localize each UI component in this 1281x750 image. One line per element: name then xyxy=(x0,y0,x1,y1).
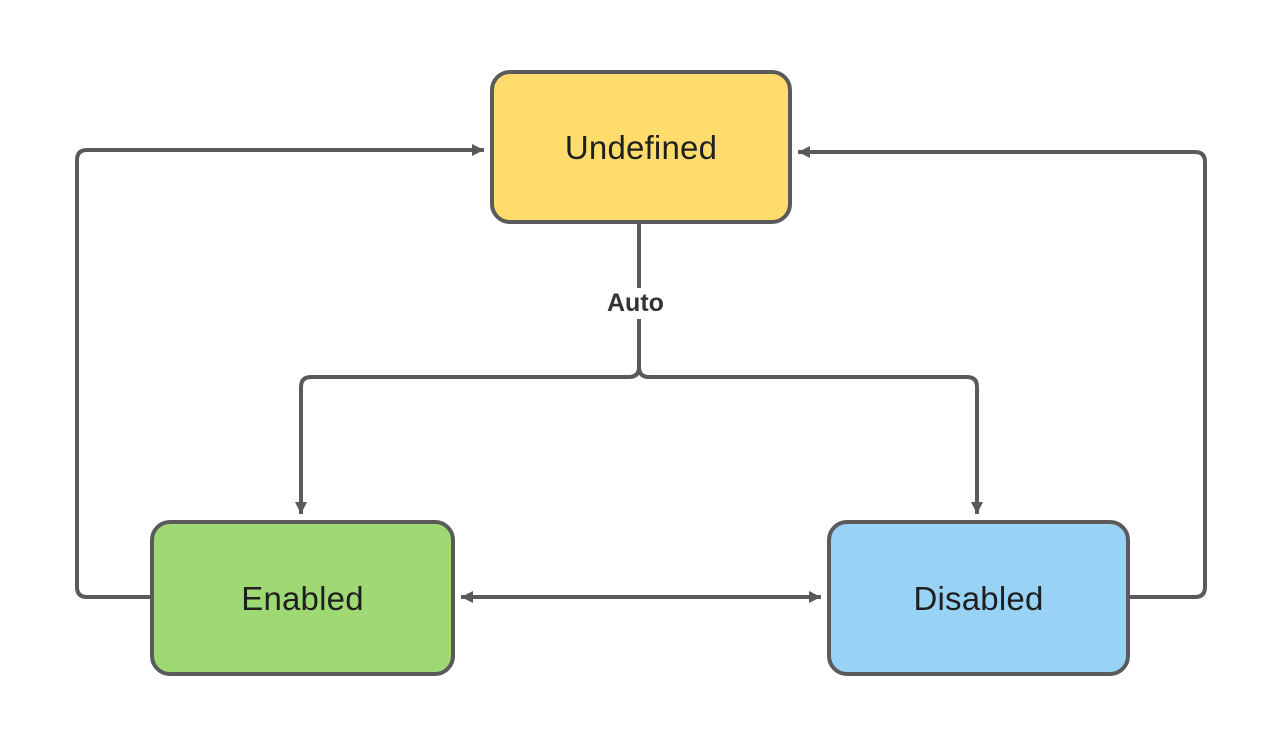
state-node-enabled[interactable]: Enabled xyxy=(150,520,455,676)
edge-disabled-to-undefined xyxy=(798,146,1207,599)
state-node-undefined[interactable]: Undefined xyxy=(490,70,792,224)
state-node-undefined-label: Undefined xyxy=(564,128,718,166)
edge-label-auto: Auto xyxy=(598,288,673,319)
state-node-disabled-label: Disabled xyxy=(913,579,1044,617)
edge-undefined-to-enabled xyxy=(295,366,641,514)
edge-undefined-to-disabled xyxy=(637,366,983,514)
state-node-enabled-label: Enabled xyxy=(241,579,364,617)
edge-enabled-to-undefined xyxy=(75,144,484,599)
state-node-disabled[interactable]: Disabled xyxy=(827,520,1130,676)
